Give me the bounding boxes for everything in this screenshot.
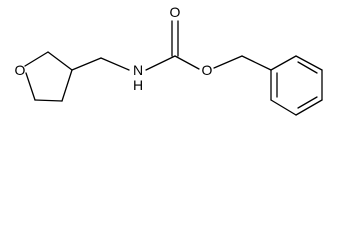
bond-benzene-inner-1 <box>297 61 318 74</box>
bond-n-to-carbonyl-c <box>145 55 176 71</box>
atom-label-carbonyl-oxygen: O <box>170 4 181 20</box>
bond-benzene-inner-2 <box>297 96 318 109</box>
bond-ring-c2-c3 <box>61 69 73 102</box>
carbamate-group <box>145 20 200 71</box>
bond-ring-c4-o <box>24 51 49 67</box>
bond-benzene-1 <box>270 55 297 71</box>
bond-benzene-4 <box>295 99 323 116</box>
bond-ring-c1-c2 <box>34 99 63 102</box>
bond-ring-o-c1 <box>25 72 36 101</box>
methylene-linker <box>71 57 130 71</box>
bond-benzene-5 <box>270 99 297 116</box>
bond-carbonyl-c-to-ester-o <box>174 55 200 70</box>
tetrahydrofuran-ring <box>24 51 73 102</box>
bond-benzene-2 <box>295 55 323 71</box>
bond-ring-c3-c4 <box>47 51 73 71</box>
atom-label-ring-oxygen: O <box>15 62 26 78</box>
bond-ester-o-to-ch2 <box>213 55 243 69</box>
bond-ch2-to-ring <box>241 55 272 71</box>
atom-label-amine-nitrogen: N <box>133 62 143 78</box>
atom-label-amine-hydrogen: H <box>133 77 143 93</box>
chemical-structure: O N H O O <box>15 4 323 116</box>
bond-ring-to-ch2 <box>71 57 102 71</box>
atom-label-ester-oxygen: O <box>202 62 213 78</box>
benzyl-group <box>213 55 272 71</box>
benzene-ring <box>270 55 323 116</box>
bond-ch2-to-n <box>100 57 130 71</box>
